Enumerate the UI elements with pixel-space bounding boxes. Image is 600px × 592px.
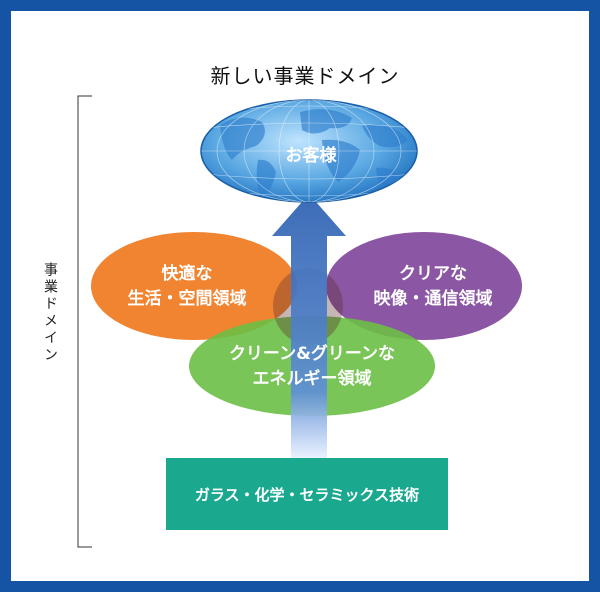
- side-bracket: [77, 95, 92, 548]
- side-label: 事業ドメイン: [42, 262, 58, 364]
- ellipse-comfort-living: [91, 232, 297, 340]
- domain-energy-line1: クリーン&グリーンな: [228, 344, 396, 364]
- domain-clear-line1: クリアな: [399, 264, 467, 284]
- globe-icon: [200, 99, 418, 203]
- domain-clear-line2: 映像・通信領域: [373, 289, 493, 309]
- domain-energy-label: クリーン&グリーンな エネルギー領域: [192, 342, 432, 392]
- diagram-title: 新しい事業ドメイン: [210, 64, 400, 88]
- ellipse-clear-imaging: [326, 232, 522, 340]
- upward-arrow: [272, 194, 346, 458]
- domain-energy-line2: エネルギー領域: [252, 369, 372, 389]
- domain-clear-label: クリアな 映像・通信領域: [348, 262, 518, 312]
- domain-comfort-line2: 生活・空間領域: [127, 289, 247, 309]
- base-technology-box: ガラス・化学・セラミックス技術: [166, 458, 448, 530]
- base-technology-label: ガラス・化学・セラミックス技術: [194, 485, 420, 504]
- domain-comfort-label: 快適な 生活・空間領域: [102, 262, 272, 312]
- customer-label: お客様: [285, 146, 337, 166]
- domain-comfort-line1: 快適な: [161, 264, 213, 284]
